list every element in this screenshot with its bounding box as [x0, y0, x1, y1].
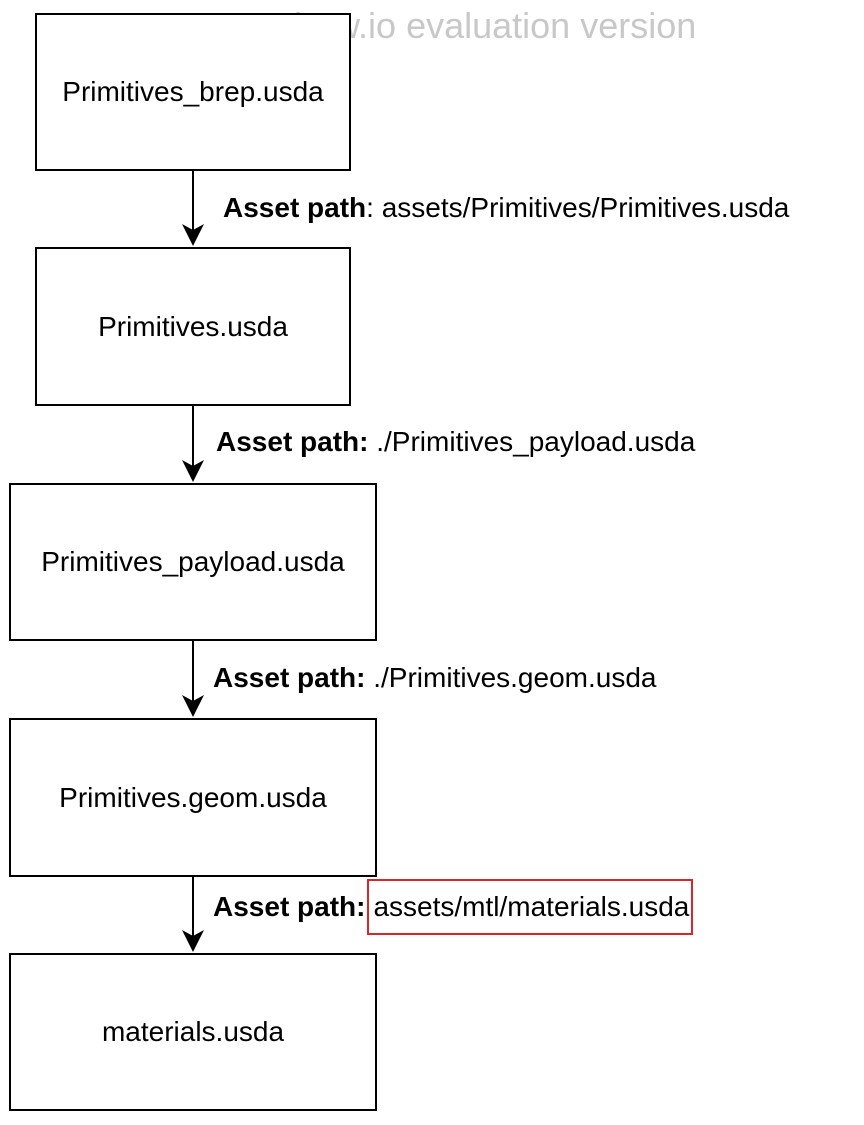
node-primitives[interactable]: Primitives.usda [35, 247, 351, 406]
arrow-2 [182, 405, 204, 482]
node-label: Primitives.usda [98, 310, 288, 342]
edge-path: assets/Primitives/Primitives.usda [373, 192, 790, 223]
edge-key: Asset path: [213, 662, 366, 693]
edge-label-4: Asset path:assets/mtl/materials.usda [213, 879, 694, 935]
node-label: Primitives.geom.usda [59, 781, 327, 813]
edge-key: Asset path [223, 192, 367, 223]
node-materials[interactable]: materials.usda [9, 953, 377, 1111]
edge-separator: : [366, 192, 374, 223]
arrow-3 [182, 640, 204, 717]
edge-path: ./Primitives.geom.usda [365, 662, 657, 693]
node-primitives-geom[interactable]: Primitives.geom.usda [9, 718, 377, 877]
edge-path: ./Primitives_payload.usda [368, 426, 696, 457]
highlighted-asset-path: assets/mtl/materials.usda [367, 879, 694, 935]
edge-label-2: Asset path: ./Primitives_payload.usda [216, 424, 695, 460]
arrow-1 [182, 170, 204, 246]
arrow-4 [182, 876, 204, 952]
node-label: Primitives_brep.usda [62, 76, 324, 107]
edge-key: Asset path: [213, 891, 366, 922]
watermark-text: draw.io evaluation version [282, 5, 697, 46]
edge-label-1: Asset path: assets/Primitives/Primitives… [223, 190, 789, 226]
edge-label-3: Asset path: ./Primitives.geom.usda [213, 660, 656, 696]
node-primitives-brep[interactable]: Primitives_brep.usda [35, 13, 351, 171]
edge-key: Asset path: [216, 426, 369, 457]
node-primitives-payload[interactable]: Primitives_payload.usda [9, 483, 377, 641]
node-label: materials.usda [101, 1016, 285, 1047]
node-label: Primitives_payload.usda [41, 546, 345, 577]
